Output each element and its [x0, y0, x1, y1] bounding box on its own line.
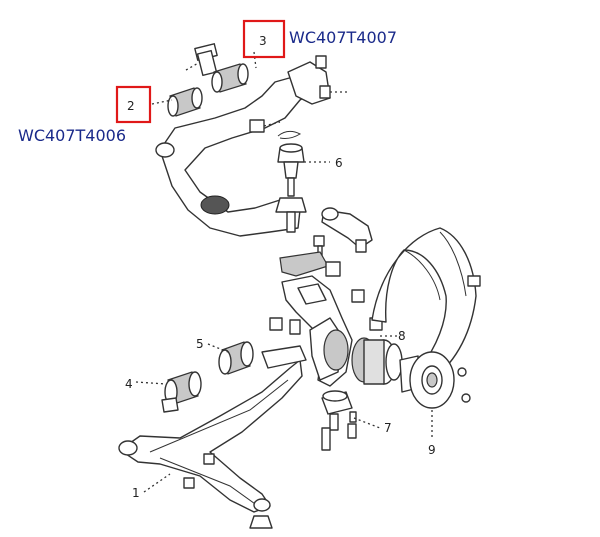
callout-1: 1	[132, 486, 140, 500]
callout-7: 7	[384, 421, 392, 435]
bushing-4	[161, 371, 202, 413]
lower-control-arm	[118, 359, 303, 529]
callout-3: 3	[259, 34, 267, 48]
tie-rod-end	[313, 207, 373, 257]
callout-2: 2	[127, 99, 135, 113]
bushing-5	[218, 341, 307, 375]
callout-8: 8	[398, 329, 406, 343]
bushing-2	[167, 87, 203, 117]
bushing-3	[211, 63, 249, 93]
highlight-box-3	[242, 19, 286, 59]
wheel-bearing	[351, 337, 403, 385]
wheel-hub	[399, 351, 471, 409]
callout-4: 4	[125, 377, 133, 391]
callout-9: 9	[428, 443, 436, 457]
callout-6: 6	[335, 156, 343, 170]
part-code-3: WC407T4007	[289, 28, 397, 47]
lower-ball-joint	[321, 390, 357, 451]
callout-5: 5	[196, 337, 204, 351]
part-code-2: WC407T4006	[18, 126, 126, 145]
leader-lines	[135, 51, 433, 493]
upper-ball-joint	[275, 130, 307, 233]
upper-arm-bolt	[185, 43, 218, 77]
steering-knuckle	[269, 251, 383, 387]
upper-arm-bracket	[249, 55, 348, 133]
highlight-box-2	[115, 85, 152, 124]
upper-control-arm	[155, 74, 319, 237]
